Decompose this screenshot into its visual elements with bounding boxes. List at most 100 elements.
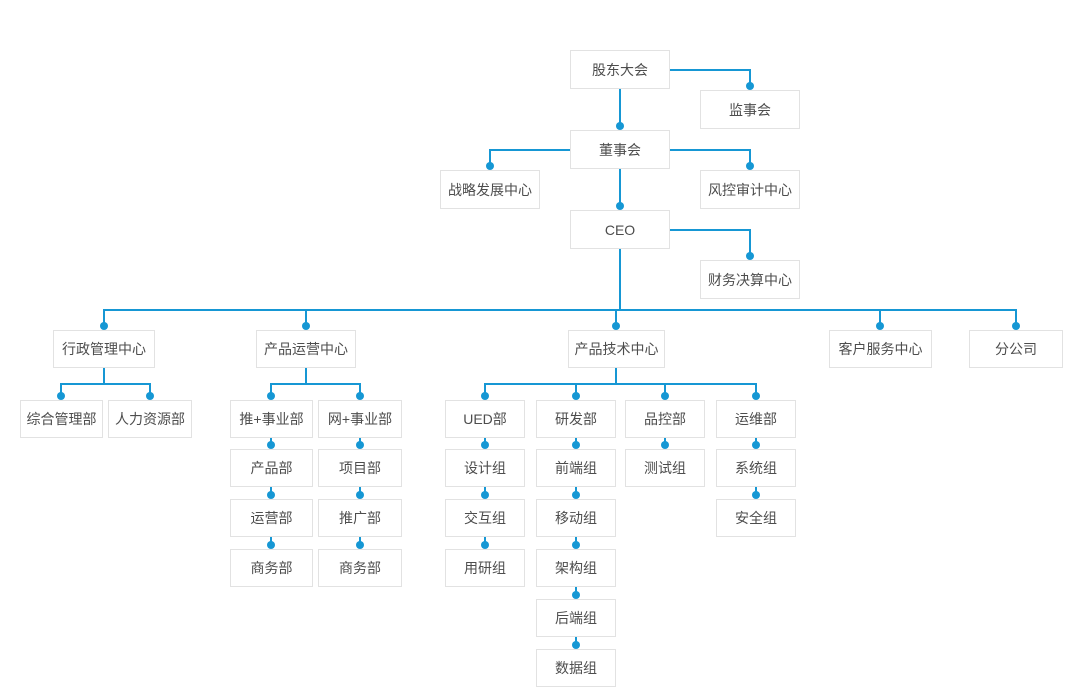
connector-dot (481, 441, 489, 449)
connector-line (619, 249, 621, 310)
connector-line (615, 368, 617, 384)
connector-dot (572, 392, 580, 400)
connector-dot (752, 392, 760, 400)
connector-line (270, 383, 272, 396)
node-qc-dept: 品控部 (625, 400, 705, 438)
connector-line (103, 368, 105, 384)
connector-dot (572, 641, 580, 649)
connector-line (305, 309, 307, 326)
connector-line (670, 229, 750, 231)
connector-line (271, 383, 360, 385)
connector-dot (661, 441, 669, 449)
connector-line (670, 149, 750, 151)
node-ceo: CEO (570, 210, 670, 249)
connector-dot (267, 392, 275, 400)
connector-dot (876, 322, 884, 330)
node-finance-center: 财务决算中心 (700, 260, 800, 299)
connector-dot (356, 491, 364, 499)
connector-dot (612, 322, 620, 330)
node-business-dept-wang: 商务部 (318, 549, 402, 587)
connector-dot (267, 541, 275, 549)
connector-line (485, 383, 756, 385)
node-customer-service-center: 客户服务中心 (829, 330, 932, 368)
connector-line (484, 383, 486, 396)
connector-dot (481, 392, 489, 400)
connector-line (670, 69, 750, 71)
connector-dot (146, 392, 154, 400)
node-project-dept: 项目部 (318, 449, 402, 487)
node-interaction-team: 交互组 (445, 499, 525, 537)
connector-line (1015, 309, 1017, 326)
connector-dot (1012, 322, 1020, 330)
node-wang-business-unit: 网+事业部 (318, 400, 402, 438)
connector-line (755, 383, 757, 396)
connector-dot (752, 441, 760, 449)
node-ued-dept: UED部 (445, 400, 525, 438)
connector-line (619, 169, 621, 206)
connector-dot (481, 491, 489, 499)
node-architecture-team: 架构组 (536, 549, 616, 587)
connector-line (615, 309, 617, 326)
connector-line (489, 149, 491, 166)
node-hr-dept: 人力资源部 (108, 400, 192, 438)
node-mobile-team: 移动组 (536, 499, 616, 537)
node-general-mgmt-dept: 综合管理部 (20, 400, 103, 438)
node-promotion-dept: 推广部 (318, 499, 402, 537)
connector-dot (661, 392, 669, 400)
node-branch-company: 分公司 (969, 330, 1063, 368)
connector-line (664, 383, 666, 396)
connector-dot (100, 322, 108, 330)
connector-dot (486, 162, 494, 170)
node-tui-business-unit: 推+事业部 (230, 400, 313, 438)
node-backend-team: 后端组 (536, 599, 616, 637)
node-frontend-team: 前端组 (536, 449, 616, 487)
node-product-dept: 产品部 (230, 449, 313, 487)
node-ops-dept: 运维部 (716, 400, 796, 438)
connector-line (749, 69, 751, 86)
node-system-team: 系统组 (716, 449, 796, 487)
connector-line (103, 309, 1016, 311)
node-security-team: 安全组 (716, 499, 796, 537)
node-test-team: 测试组 (625, 449, 705, 487)
connector-dot (572, 541, 580, 549)
node-risk-audit-center: 风控审计中心 (700, 170, 800, 209)
node-strategy-center: 战略发展中心 (440, 170, 540, 209)
connector-line (879, 309, 881, 326)
connector-dot (267, 491, 275, 499)
connector-line (61, 383, 150, 385)
node-business-dept-tui: 商务部 (230, 549, 313, 587)
connector-line (749, 229, 751, 256)
connector-line (619, 89, 621, 126)
connector-line (60, 383, 62, 396)
connector-line (103, 309, 105, 326)
node-supervisory-board: 监事会 (700, 90, 800, 129)
connector-dot (57, 392, 65, 400)
node-rd-dept: 研发部 (536, 400, 616, 438)
connector-dot (572, 491, 580, 499)
connector-dot (356, 392, 364, 400)
connector-dot (746, 162, 754, 170)
connector-line (359, 383, 361, 396)
connector-dot (752, 491, 760, 499)
connector-line (305, 368, 307, 384)
node-product-tech-center: 产品技术中心 (568, 330, 665, 368)
node-design-team: 设计组 (445, 449, 525, 487)
connector-line (490, 149, 570, 151)
connector-dot (481, 541, 489, 549)
connector-dot (616, 202, 624, 210)
node-admin-center: 行政管理中心 (53, 330, 155, 368)
node-data-team: 数据组 (536, 649, 616, 687)
connector-line (149, 383, 151, 396)
connector-line (749, 149, 751, 166)
connector-dot (746, 82, 754, 90)
connector-dot (356, 441, 364, 449)
connector-dot (356, 541, 364, 549)
connector-dot (572, 441, 580, 449)
node-shareholders: 股东大会 (570, 50, 670, 89)
node-board-of-directors: 董事会 (570, 130, 670, 169)
node-product-ops-center: 产品运营中心 (256, 330, 356, 368)
node-operations-dept: 运营部 (230, 499, 313, 537)
connector-dot (302, 322, 310, 330)
connector-line (575, 383, 577, 396)
